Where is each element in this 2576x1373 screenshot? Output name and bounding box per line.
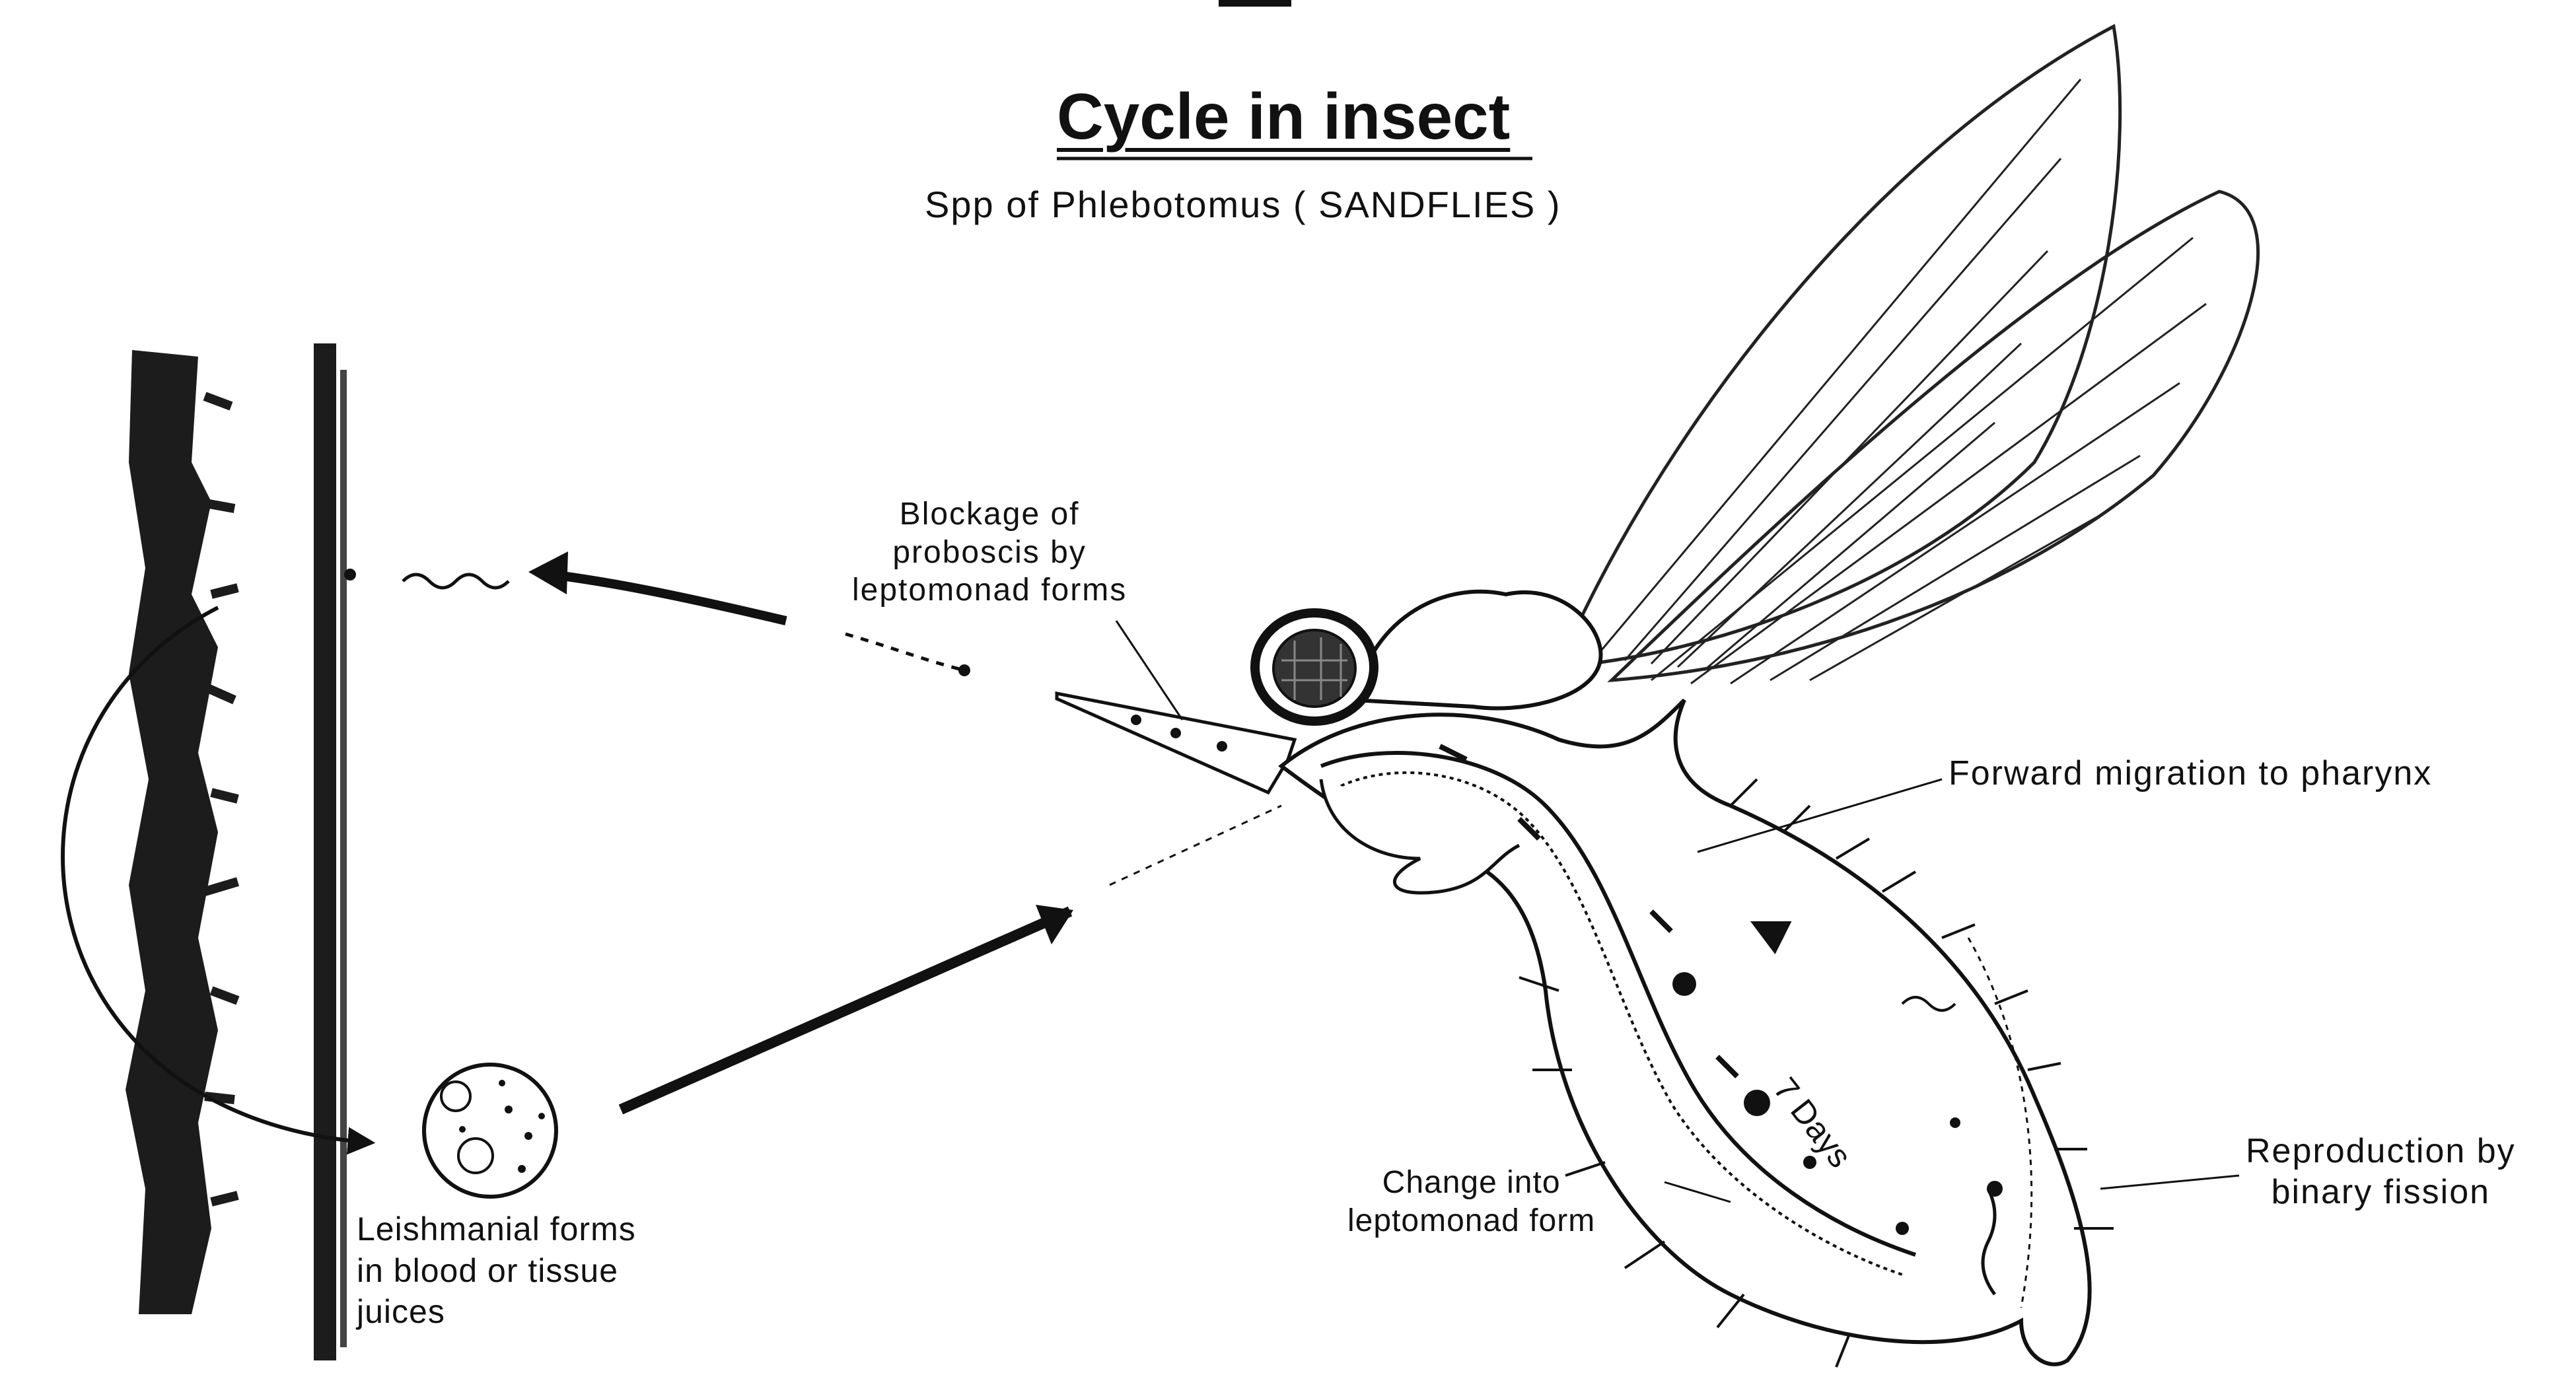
label-line: Leishmanial forms: [357, 1209, 636, 1250]
transmission-arrow: [542, 573, 786, 621]
diagram-subtitle: Spp of Phlebotomus ( SANDFLIES ): [925, 182, 1561, 227]
label-line: leptomonad forms: [852, 571, 1127, 610]
label-line: juices: [357, 1291, 636, 1333]
label-line: Reproduction by: [2246, 1131, 2516, 1172]
leishmanial-cell: [424, 1065, 556, 1197]
skin-tissue: [125, 343, 347, 1360]
label-reproduction: Reproduction by binary fission: [2246, 1131, 2516, 1213]
sandfly-wings: [1559, 26, 2258, 684]
label-line: Change into: [1347, 1164, 1595, 1202]
label-change-form: Change into leptomonad form: [1347, 1164, 1595, 1240]
label-line: proboscis by: [852, 534, 1127, 572]
label-line: Blockage of: [852, 495, 1127, 534]
label-line: binary fission: [2246, 1172, 2516, 1213]
label-blockage: Blockage of proboscis by leptomonad form…: [852, 495, 1127, 610]
label-line: in blood or tissue: [357, 1250, 636, 1292]
label-line: leptomonad form: [1347, 1202, 1595, 1240]
label-forward-migration: Forward migration to pharynx: [1949, 753, 2432, 794]
label-leishmanial-forms: Leishmanial forms in blood or tissue jui…: [357, 1209, 636, 1333]
ingestion-arrow: [621, 911, 1070, 1109]
sandfly-body: [1281, 700, 2090, 1364]
diagram-title: Cycle in insect: [1057, 78, 1510, 156]
flagellate-form: [403, 575, 509, 588]
sandfly-head: [1255, 592, 1600, 721]
